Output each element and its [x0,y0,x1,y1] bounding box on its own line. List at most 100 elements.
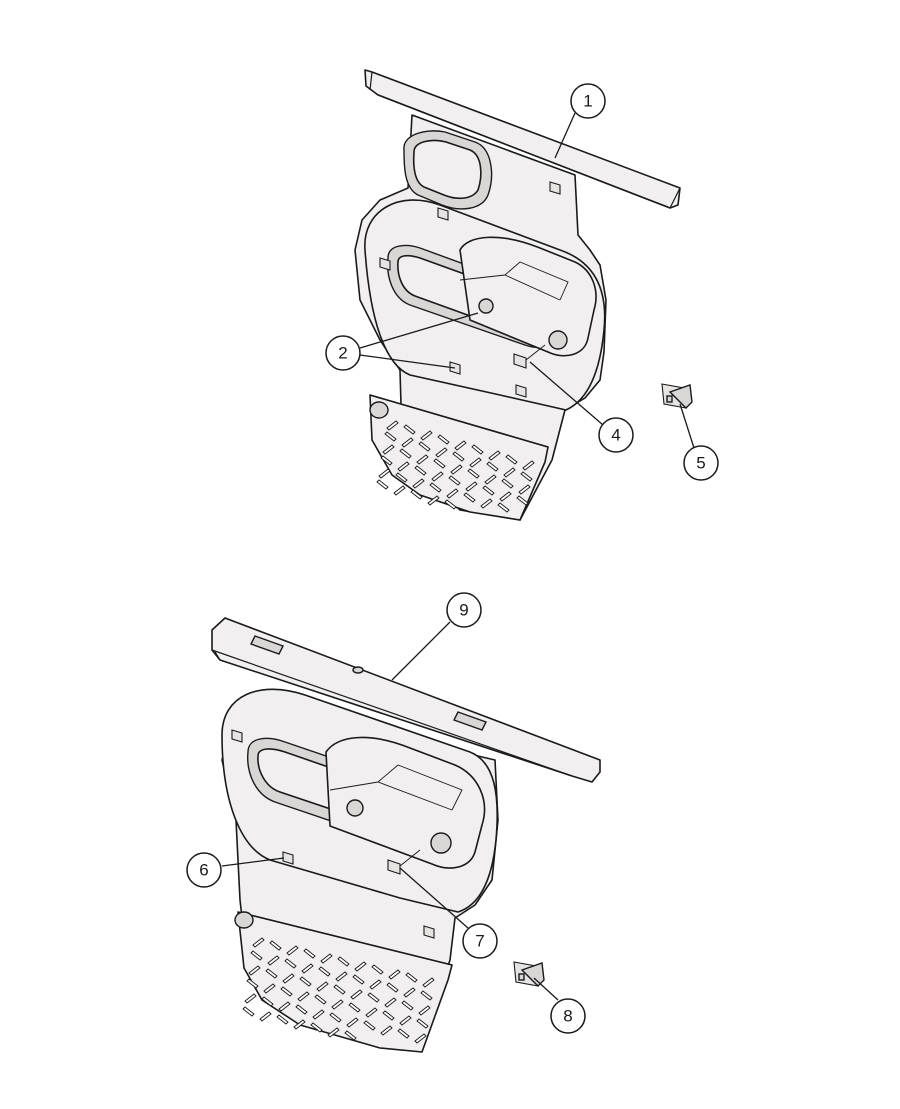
tread-mark [399,1015,412,1026]
upper-retainer-clip [661,383,693,409]
tread-mark [269,940,282,951]
tread-mark [354,961,367,972]
tread-mark [382,1010,395,1021]
tread-mark [278,1001,291,1012]
leader-8 [533,977,559,1001]
upper-top-pocket-inner [412,139,482,200]
callout-6: 6 [186,852,222,888]
tread-mark [267,955,280,966]
tread-mark [503,467,516,478]
tread-mark [450,464,463,475]
tread-mark [416,1018,429,1029]
tread-mark [403,424,416,435]
tread-mark [499,491,512,502]
tread-mark [484,474,497,485]
tread-mark [246,978,259,989]
tread-mark [446,488,459,499]
tread-mark [382,444,395,455]
leader-4 [529,361,604,426]
tread-mark [301,963,314,974]
tread-mark [397,1028,410,1039]
leader-lines [221,112,695,1001]
tread-mark [297,991,310,1002]
tread-mark [435,447,448,458]
callout-5: 5 [683,445,719,481]
tread-mark [335,971,348,982]
lower-pull-cup-detail [329,764,463,811]
upper-top-strip [364,69,681,209]
tread-mark [467,468,480,479]
leader-2b [359,354,456,369]
lower-strip-hole [352,666,364,674]
tread-mark [412,478,425,489]
tread-mark [505,454,518,465]
tread-mark [380,455,393,466]
tread-mark [316,981,329,992]
tread-mark [303,948,316,959]
tread-mark [331,999,344,1010]
callout-4-label: 4 [611,426,620,445]
tread-mark [405,972,418,983]
tread-mark [329,1012,342,1023]
tread-mark [350,989,363,1000]
tread-mark [318,966,331,977]
tread-mark [386,982,399,993]
upper-step-plate-top [369,394,549,448]
tread-mark [522,460,535,471]
lower-strip-slot-b [453,711,487,731]
tread-mark [420,430,433,441]
callout-9-label: 9 [459,601,468,620]
tread-mark [312,1009,325,1020]
lower-clip-c [423,925,435,939]
tread-mark [401,437,414,448]
tread-mark [365,1007,378,1018]
tread-mark [431,471,444,482]
tread-mark [250,950,263,961]
lower-screw-hole-right [430,832,452,854]
callout-7-label: 7 [475,932,484,951]
tread-mark [386,420,399,431]
upper-step-plug [369,401,389,419]
leader-2a [359,312,479,349]
tread-mark [422,977,435,988]
tread-mark [420,990,433,1001]
upper-pull-cup [459,236,597,357]
tread-mark [418,441,431,452]
upper-clip-a [549,181,561,195]
tread-mark [344,1030,357,1041]
tread-mark [429,482,442,493]
callout-9: 9 [446,592,482,628]
callout-1-label: 1 [583,92,592,111]
tread-mark [454,440,467,451]
tread-mark [280,986,293,997]
upper-top-strip-edge [369,71,681,209]
tread-mark [286,945,299,956]
leader-5 [679,403,695,449]
lower-handle-seam [329,825,433,865]
tread-mark [261,996,274,1007]
lower-top-strip [211,617,601,783]
tread-mark [486,461,499,472]
upper-clip-c [379,257,391,271]
tread-mark [395,472,408,483]
lower-screw [387,849,421,875]
tread-mark [416,454,429,465]
upper-tread-pattern [376,420,535,513]
lower-top-strip-edge [211,649,573,777]
tread-mark [248,965,261,976]
tread-mark [418,1005,431,1016]
tread-mark [310,1022,323,1033]
callout-5-label: 5 [696,454,705,473]
tread-mark [427,495,440,506]
tread-mark [380,1025,393,1036]
lower-step-plate [237,911,453,1053]
tread-mark [410,489,423,500]
tread-mark [346,1017,359,1028]
tread-mark [414,465,427,476]
tread-mark [433,458,446,469]
tread-mark [371,964,384,975]
tread-mark [393,485,406,496]
tread-mark [369,979,382,990]
tread-mark [471,444,484,455]
